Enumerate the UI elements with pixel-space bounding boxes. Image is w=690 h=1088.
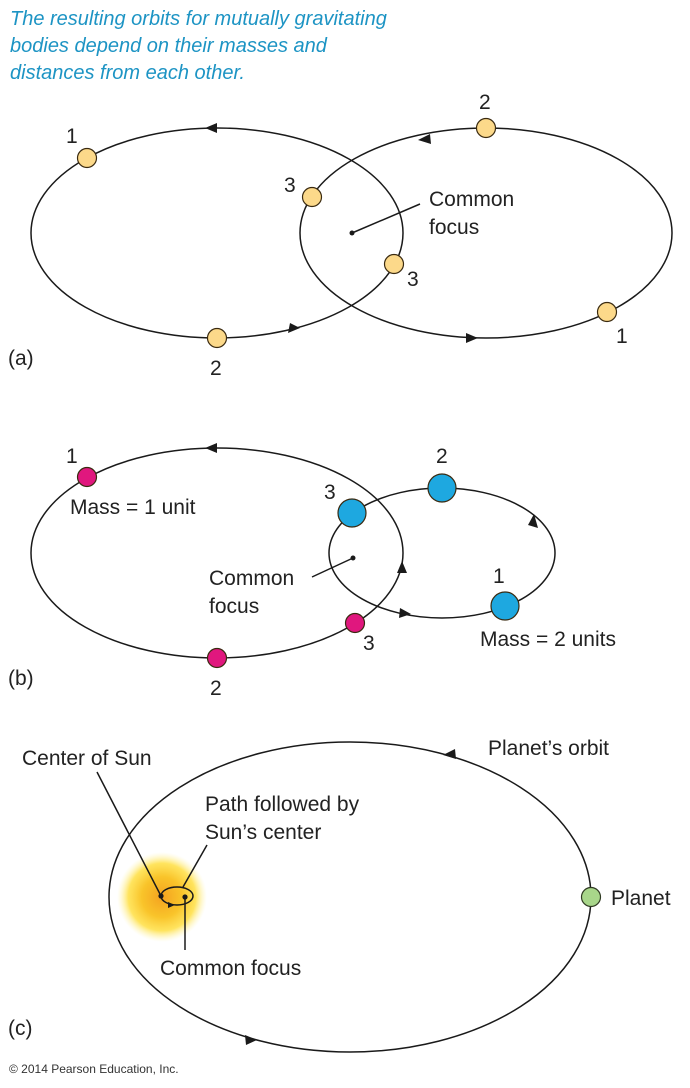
body-a-left-3 [383,253,405,275]
path-label: Path followed by [205,793,360,816]
panel-tag-b: (b) [8,667,34,690]
direction-arrow-icon [205,443,217,453]
direction-arrow-icon [397,561,407,573]
body-b-large-2 [427,473,457,503]
position-label: 3 [284,174,296,197]
common-focus-label: focus [209,595,259,618]
body-b-small-1 [76,466,98,488]
body-b-large-1 [490,591,520,621]
figure-caption: The resulting orbits for mutually gravit… [10,6,430,87]
body-b-small-3 [344,612,366,634]
common-focus-label: focus [429,216,479,239]
direction-arrow-icon [399,608,411,618]
orbit-a-right [299,127,673,339]
common-focus-label: Common focus [160,957,301,980]
body-a-right-1 [596,301,618,323]
position-label: 2 [210,357,222,380]
position-label: 1 [493,565,505,588]
planet-label: Planet [611,887,671,910]
direction-arrow-icon [245,1035,257,1045]
body-b-large-3 [337,498,367,528]
center-of-sun-label: Center of Sun [22,747,152,770]
position-label: 3 [324,481,336,504]
direction-arrow-icon [528,514,538,528]
large-mass-label: Mass = 2 units [480,628,616,651]
direction-arrow-icon [168,902,175,908]
body-a-left-1 [76,147,98,169]
common-focus-label: Common [429,188,514,211]
direction-arrow-icon [205,123,217,133]
position-label: 1 [66,445,78,468]
body-b-small-2 [206,647,228,669]
small-mass-label: Mass = 1 unit [70,496,196,519]
position-label: 2 [479,91,491,114]
panel-a: 1 2 3 1 2 3 Common focus (a) [8,91,673,380]
panel-tag-a: (a) [8,347,34,370]
caption-line-1: The resulting orbits for mutually gravit… [10,8,387,30]
caption-line-2: bodies depend on their masses and [10,35,327,57]
direction-arrow-icon [443,749,456,759]
position-label: 1 [616,325,628,348]
panel-c: Center of Sun Path followed by Sun’s cen… [8,737,671,1053]
direction-arrow-icon [288,323,300,333]
direction-arrow-icon [466,333,478,343]
leader-line [96,771,162,897]
common-focus-label: Common [209,567,294,590]
position-label: 3 [407,268,419,291]
caption-line-3: distances from each other. [10,62,245,84]
body-a-right-3 [301,186,323,208]
body-a-right-2 [475,117,497,139]
leader-line [311,557,354,578]
panel-tag-c: (c) [8,1017,33,1040]
position-label: 2 [210,677,222,700]
copyright-notice: © 2014 Pearson Education, Inc. [9,1062,179,1076]
leader-line [182,844,208,888]
position-label: 2 [436,445,448,468]
position-label: 3 [363,632,375,655]
path-label: Sun’s center [205,821,321,844]
planet-orbit-label: Planet’s orbit [488,737,609,760]
panel-b: 1 2 3 1 2 3 Mass = 1 unit Mass = 2 units… [8,443,616,700]
planet [580,886,602,908]
position-label: 1 [66,125,78,148]
direction-arrow-icon [418,134,431,144]
leader-line [351,203,421,234]
body-a-left-2 [206,327,228,349]
